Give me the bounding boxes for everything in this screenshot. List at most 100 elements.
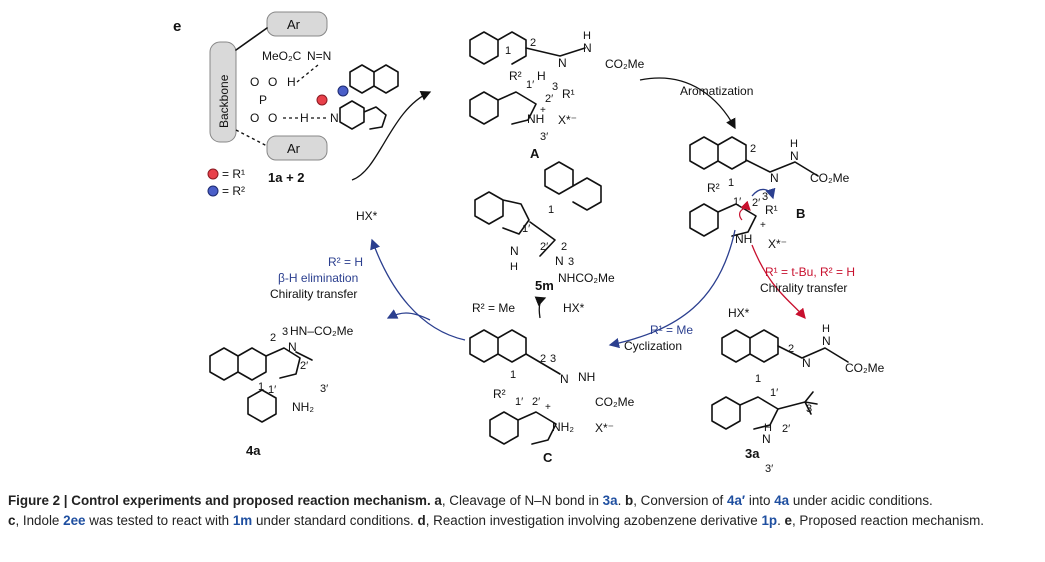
- svg-text:R¹: R¹: [562, 87, 575, 101]
- svg-text:2′: 2′: [782, 423, 790, 435]
- ar-bottom-label: Ar: [287, 141, 301, 156]
- intermediate-c: 2 3 N NH 1 R² 1′ 2′ + CO₂Me NH₂ X*⁻ C: [469, 329, 635, 465]
- ar-top-label: Ar: [287, 17, 301, 32]
- label-b: B: [796, 206, 805, 221]
- label-3a: 3a: [745, 446, 760, 461]
- svg-text:N: N: [790, 149, 799, 163]
- svg-text:N: N: [555, 254, 564, 268]
- product-5m: 1 1′ 2 2′ N 3 N H NHCO₂Me 5m: [474, 161, 615, 293]
- azo-label: N=N: [307, 49, 331, 63]
- svg-text:2′: 2′: [300, 360, 308, 372]
- caption-title: Figure 2 | Control experiments and propo…: [8, 493, 431, 508]
- svg-text:R²: R²: [493, 387, 506, 401]
- intermediate-a: 1 2 N N H CO₂Me R² H 1′ 3 2′ R¹ NH + 3′ …: [469, 30, 645, 161]
- r2-me-label: R² = Me: [472, 301, 515, 315]
- svg-text:1′: 1′: [770, 387, 778, 399]
- svg-text:H: H: [510, 261, 518, 273]
- svg-text:3: 3: [282, 326, 288, 338]
- red-sphere-icon: [207, 168, 219, 180]
- o-label-4: O: [268, 111, 277, 125]
- blue-sphere-icon: [207, 185, 219, 197]
- svg-text:N: N: [770, 171, 779, 185]
- reactants-label: 1a + 2: [268, 170, 305, 185]
- svg-text:1: 1: [755, 373, 761, 385]
- svg-text:1′: 1′: [515, 396, 523, 408]
- svg-text:NH: NH: [735, 232, 752, 246]
- legend-r1: = R¹: [222, 167, 245, 181]
- h-label-2: H: [300, 111, 309, 125]
- o-label-2: O: [268, 75, 277, 89]
- figure-caption: Figure 2 | Control experiments and propo…: [8, 493, 985, 528]
- o-label-3: O: [250, 111, 259, 125]
- svg-text:2: 2: [540, 353, 546, 365]
- svg-text:R¹: R¹: [765, 203, 778, 217]
- hx-right: HX*: [728, 306, 750, 320]
- svg-text:2: 2: [530, 37, 536, 49]
- backbone-label: Backbone: [217, 74, 231, 128]
- svg-text:CO₂Me: CO₂Me: [845, 361, 885, 375]
- svg-text:H: H: [537, 69, 546, 83]
- mechanism-scheme: e Backbone Ar Ar MeO₂C N=N O O H P O O H…: [173, 11, 885, 475]
- p-label: P: [259, 93, 267, 107]
- legend-r2: = R²: [222, 184, 245, 198]
- svg-text:HN–CO₂Me: HN–CO₂Me: [290, 324, 354, 338]
- svg-text:1: 1: [548, 204, 554, 216]
- svg-text:R²: R²: [509, 69, 522, 83]
- svg-text:N: N: [822, 334, 831, 348]
- cyclization-cond-2: Cyclization: [624, 339, 682, 353]
- svg-text:R²: R²: [707, 181, 720, 195]
- svg-text:N: N: [560, 372, 569, 386]
- label-4a: 4a: [246, 443, 261, 458]
- svg-text:3′: 3′: [320, 383, 328, 395]
- meo2c-label: MeO₂C: [262, 49, 302, 63]
- svg-text:+: +: [760, 220, 766, 231]
- svg-text:1′: 1′: [526, 79, 534, 91]
- cyclization-cond-1: R¹ = Me: [650, 323, 693, 337]
- svg-text:2: 2: [750, 143, 756, 155]
- svg-text:N: N: [802, 356, 811, 370]
- svg-text:1: 1: [510, 369, 516, 381]
- aromatization-label: Aromatization: [680, 84, 753, 98]
- svg-text:N: N: [288, 340, 297, 354]
- svg-text:1: 1: [728, 177, 734, 189]
- svg-text:3: 3: [762, 191, 768, 203]
- svg-text:2′: 2′: [752, 197, 760, 209]
- product-3a: 1 2 N N H CO₂Me 1′ 3 2′ N H 3a 3′: [711, 323, 885, 475]
- svg-text:1′: 1′: [268, 384, 276, 396]
- svg-text:1: 1: [258, 381, 264, 393]
- svg-text:3: 3: [550, 353, 556, 365]
- o-label-1: O: [250, 75, 259, 89]
- hx-left: HX*: [356, 209, 378, 223]
- svg-text:3: 3: [806, 403, 812, 415]
- svg-text:3: 3: [552, 81, 558, 93]
- svg-text:1: 1: [505, 45, 511, 57]
- svg-text:2′: 2′: [545, 93, 553, 105]
- svg-text:N: N: [762, 432, 771, 446]
- catalyst-complex: Backbone Ar Ar MeO₂C N=N O O H P O O H N…: [207, 11, 399, 198]
- svg-text:NH: NH: [527, 112, 544, 126]
- svg-text:2′: 2′: [540, 241, 548, 253]
- left-cond-3: Chirality transfer: [270, 287, 357, 301]
- right-cond-1: R¹ = t-Bu, R² = H: [765, 265, 855, 279]
- svg-text:3: 3: [568, 256, 574, 268]
- svg-text:+: +: [545, 402, 551, 413]
- svg-text:2: 2: [788, 343, 794, 355]
- svg-text:NH₂: NH₂: [552, 420, 574, 434]
- label-a: A: [530, 146, 540, 161]
- panel-label: e: [173, 18, 181, 35]
- svg-text:X*⁻: X*⁻: [558, 113, 577, 127]
- svg-text:NH₂: NH₂: [292, 400, 314, 414]
- h-label-1: H: [287, 75, 296, 89]
- intermediate-b: 2 N N H CO₂Me 1 R² 1′ 2′ 3 R¹ NH + X*⁻ B: [689, 136, 850, 251]
- n-label: N: [330, 111, 339, 125]
- right-cond-2: Chirality transfer: [760, 281, 847, 295]
- svg-text:NHCO₂Me: NHCO₂Me: [558, 271, 615, 285]
- svg-text:CO₂Me: CO₂Me: [810, 171, 850, 185]
- svg-text:H: H: [764, 422, 772, 434]
- svg-text:X*⁻: X*⁻: [595, 421, 614, 435]
- svg-text:N: N: [583, 41, 592, 55]
- svg-text:N: N: [558, 56, 567, 70]
- svg-text:1′: 1′: [522, 223, 530, 235]
- svg-text:H: H: [822, 323, 830, 335]
- svg-text:2′: 2′: [532, 396, 540, 408]
